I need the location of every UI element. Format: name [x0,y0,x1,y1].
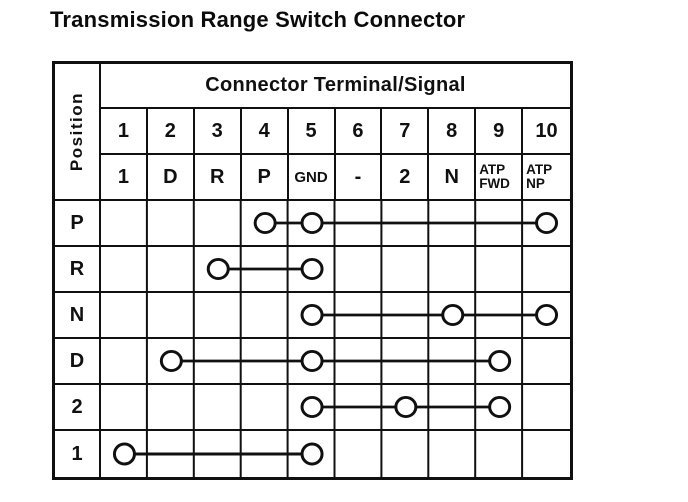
terminal-number-cell: 7 [382,109,430,155]
signal-name-cell: ATP FWD [476,155,524,201]
continuity-row [101,201,570,247]
terminal-circle [300,396,324,418]
terminal-number-cell: 5 [288,109,336,155]
terminal-circle [535,212,559,234]
position-column-header: Position [55,64,101,201]
terminal-circle [159,350,183,372]
grid-line [286,293,289,337]
page-title: Transmission Range Switch Connector [50,7,466,32]
position-label: N [55,293,101,339]
grid-line [333,431,336,477]
continuity-diagram [145,247,524,291]
terminal-circle [488,396,512,418]
continuity-diagram [145,293,559,337]
grid-line [474,247,477,291]
position-label: 2 [55,385,101,431]
terminal-circle [300,258,324,280]
terminal-circle [488,350,512,372]
terminal-number-cell: 4 [241,109,289,155]
grid-line [239,201,242,245]
terminal-circle [300,350,324,372]
position-label: P [55,201,101,247]
signal-name-cell: GND [288,155,336,201]
continuity-diagram [145,339,524,383]
signal-name-cell: R [194,155,242,201]
position-label: 1 [55,431,101,477]
terminal-number-cell: 3 [194,109,242,155]
terminal-circle [300,442,324,466]
position-label: R [55,247,101,293]
terminal-number-cell: 8 [429,109,477,155]
signal-name-cell: P [241,155,289,201]
grid-line [239,385,242,429]
continuity-diagram [145,385,524,429]
continuity-row [101,247,570,293]
grid-line [521,247,524,291]
terminal-number-cell: 6 [335,109,383,155]
signal-name-cell: - [335,155,383,201]
signal-name-cell: 1 [101,155,148,201]
grid-line [286,385,289,429]
position-label: D [55,339,101,385]
grid-line [192,201,195,245]
grid-line [192,247,195,291]
continuity-row [101,385,570,431]
signal-name-cell: N [429,155,477,201]
terminal-circle [206,258,230,280]
terminal-number-cell: 9 [476,109,524,155]
grid-line [239,293,242,337]
signal-name-cell: 2 [382,155,430,201]
continuity-diagram [112,431,524,477]
grid-line [474,431,477,477]
continuity-row [101,293,570,339]
terminal-circle [394,396,418,418]
terminal-circle [300,304,324,326]
grid-line [521,339,524,383]
terminal-circle [300,212,324,234]
terminal-circle [535,304,559,326]
terminal-circle [441,304,465,326]
grid-line [145,385,148,429]
grid-line [333,247,336,291]
terminal-number-cell: 2 [147,109,195,155]
grid-line [427,431,430,477]
grid-line [521,385,524,429]
continuity-row [101,339,570,385]
grid-line [521,431,524,477]
continuity-row [101,431,570,477]
terminal-signal-header: Connector Terminal/Signal [101,64,570,109]
grid-line [380,431,383,477]
grid-line [145,293,148,337]
signal-name-cell: ATP NP [523,155,570,201]
terminal-circle [253,212,277,234]
grid-line [145,339,148,383]
grid-line [380,247,383,291]
terminal-number-cell: 1 [101,109,148,155]
grid-line [145,201,148,245]
signal-name-cell: D [147,155,195,201]
grid-line [192,385,195,429]
grid-line [427,247,430,291]
grid-line [192,293,195,337]
terminal-circle [112,442,136,466]
grid-line [145,247,148,291]
terminal-number-cell: 10 [523,109,570,155]
continuity-diagram [145,201,559,245]
position-header-label: Position [67,91,86,172]
